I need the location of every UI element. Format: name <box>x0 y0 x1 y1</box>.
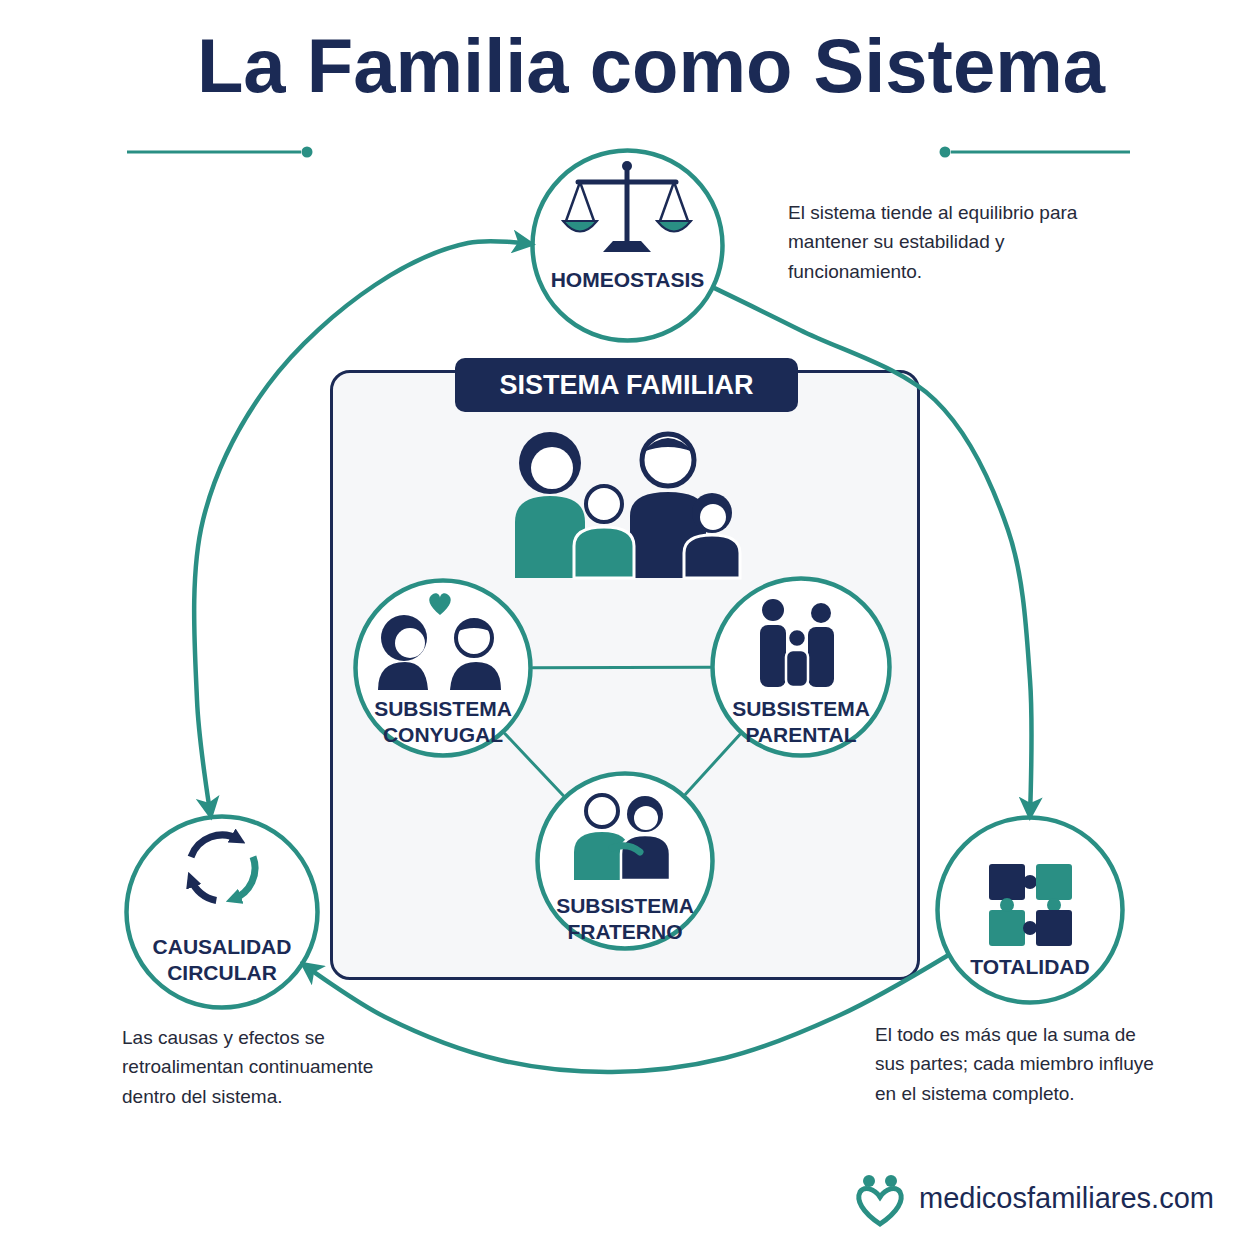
subsystem-link <box>505 733 564 795</box>
father-head <box>642 434 694 486</box>
concept-label: CAUSALIDAD CIRCULAR <box>138 934 306 985</box>
concept-label: HOMEOSTASIS <box>539 267 717 293</box>
concept-circle: SUBSISTEMA CONYUGAL <box>353 578 533 758</box>
watermark: medicosfamiliares.com <box>919 1182 1214 1215</box>
girl-hair <box>692 493 732 533</box>
puzzle-icon <box>989 864 1072 946</box>
concept-description: Las causas y efectos se retroalimentan c… <box>122 1023 404 1111</box>
puzzle-piece <box>989 910 1025 946</box>
circle-shape <box>938 818 1123 1003</box>
cycle-arrow <box>194 241 530 814</box>
sister-body <box>621 835 670 880</box>
logo-heart <box>859 1189 901 1224</box>
concept-description: El sistema tiende al equilibrio para man… <box>788 198 1098 286</box>
title-rule <box>951 151 1130 154</box>
site-logo <box>859 1175 901 1224</box>
woman-face <box>395 628 425 658</box>
logo-head <box>863 1175 875 1187</box>
woman-hair <box>381 615 427 661</box>
cycle-arc <box>233 857 255 899</box>
scales-knob <box>622 161 632 171</box>
puzzle-knob <box>1023 875 1037 889</box>
logo-head <box>885 1175 897 1187</box>
circle-shape <box>356 581 531 756</box>
puzzle-piece <box>989 864 1025 900</box>
cycle-arc <box>191 835 239 857</box>
concept-label: SUBSISTEMA FRATERNO <box>545 893 705 944</box>
girl-face <box>700 504 726 530</box>
siblings-icon <box>574 795 670 880</box>
scales-pan <box>657 221 691 232</box>
circle-outline <box>530 148 725 343</box>
boy-body <box>574 527 634 578</box>
puzzle-knob <box>1000 898 1014 912</box>
circle-shape <box>533 151 723 341</box>
concept-circle: CAUSALIDAD CIRCULARLas causas y efectos … <box>124 814 320 1010</box>
couple-icon <box>378 593 501 690</box>
concept-circle: SUBSISTEMA PARENTAL <box>710 576 892 758</box>
cycle-arrow <box>715 288 1031 815</box>
sister-face <box>634 806 658 830</box>
child-head <box>788 629 806 647</box>
man-head <box>456 620 492 656</box>
concept-circle: HOMEOSTASISEl sistema tiende al equilibr… <box>530 148 725 343</box>
scales-string <box>566 182 688 221</box>
girl-body <box>684 535 740 578</box>
brother-head <box>586 795 618 827</box>
system-heading: SISTEMA FAMILIAR <box>455 358 798 412</box>
scales-pan <box>563 221 597 232</box>
concept-label: SUBSISTEMA CONYUGAL <box>363 696 523 747</box>
rule-dot <box>302 147 313 158</box>
rule-dot <box>940 147 951 158</box>
circle-shape <box>713 579 890 756</box>
sister-hair <box>627 796 663 832</box>
man-hair <box>456 619 492 632</box>
concept-label: SUBSISTEMA PARENTAL <box>721 696 881 747</box>
concept-circle: SUBSISTEMA FRATERNO <box>535 771 715 951</box>
father-body <box>630 492 706 578</box>
title-rule <box>127 151 301 154</box>
puzzle-piece <box>1036 864 1072 900</box>
parent-body <box>760 625 786 687</box>
concept-label: TOTALIDAD <box>945 954 1115 980</box>
puzzle-piece <box>1036 910 1072 946</box>
puzzle-knob <box>1047 898 1061 912</box>
brother-arm <box>612 846 640 852</box>
concept-circle: TOTALIDADEl todo es más que la suma de s… <box>935 815 1125 1005</box>
parent-head <box>811 603 831 623</box>
cycle-arc <box>191 879 216 900</box>
cycle-arrow <box>304 956 946 1072</box>
circle-shape <box>538 774 713 949</box>
brother-body <box>574 832 629 880</box>
parent-head <box>762 599 784 621</box>
parent-body <box>808 627 834 687</box>
cycle-icon <box>191 835 255 900</box>
father-hair <box>643 438 693 452</box>
scales-base <box>603 241 651 252</box>
boy-head <box>586 486 622 522</box>
concept-description: El todo es más que la suma de sus partes… <box>875 1020 1163 1108</box>
mother-face <box>531 447 573 489</box>
circle-shape <box>127 817 318 1008</box>
puzzle-knob <box>1023 921 1037 935</box>
man-body <box>450 662 501 690</box>
parents-child-icon <box>760 599 834 687</box>
system-box: SUBSISTEMA CONYUGAL SUBSISTEMA PARENTAL SU… <box>330 370 920 980</box>
woman-body <box>378 662 428 690</box>
diagram-title: La Familia como Sistema <box>24 22 1254 109</box>
subsystem-link <box>533 666 710 669</box>
scales-icon <box>563 161 691 252</box>
mother-hair <box>519 432 581 494</box>
mother-body <box>515 496 585 578</box>
subsystem-link <box>685 734 739 794</box>
child-body <box>786 650 808 687</box>
heart-symbol <box>429 593 451 615</box>
scales-beam <box>578 180 676 185</box>
scales-pole <box>625 168 630 244</box>
family-illustration <box>515 432 740 578</box>
